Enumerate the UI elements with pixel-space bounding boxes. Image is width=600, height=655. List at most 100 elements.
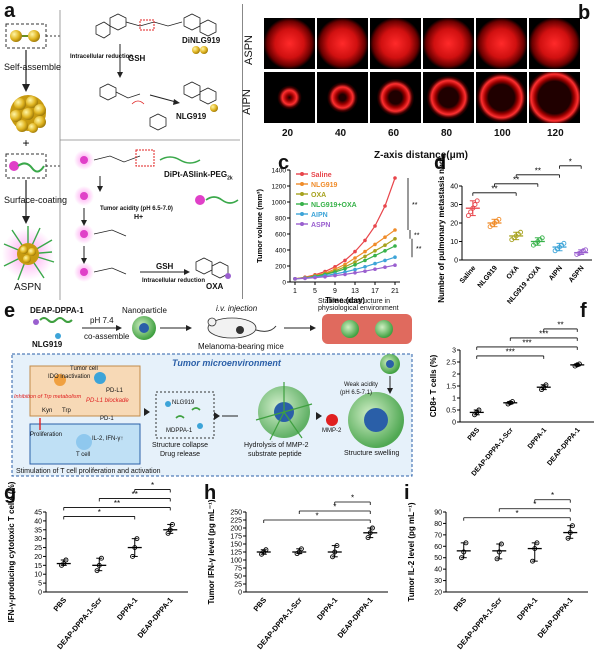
data-point — [165, 530, 171, 536]
data-point — [61, 561, 67, 567]
y-tick-label: 40 — [450, 184, 458, 191]
significance-label: ** — [535, 166, 541, 175]
data-point — [343, 267, 347, 271]
confocal-tile-aipn — [264, 72, 315, 123]
y-tick-label: 1200 — [272, 184, 287, 191]
y-tick-label: 40 — [34, 518, 42, 525]
data-point — [532, 546, 538, 552]
data-point — [530, 558, 536, 564]
y-tick-label: 30 — [34, 536, 42, 543]
data-point — [509, 399, 515, 405]
tumor-acidity-label: Tumor acidity (pH 6.5-7.0) — [100, 206, 173, 212]
legend-marker — [300, 192, 304, 196]
data-point — [496, 549, 502, 555]
z-tick-label: 60 — [388, 128, 400, 139]
gsh2-label: GSH — [156, 262, 174, 271]
data-point — [534, 540, 540, 546]
data-point — [313, 275, 317, 280]
y-tick-label: 225 — [230, 518, 242, 525]
y-tick-label: 50 — [434, 555, 442, 562]
data-point — [463, 540, 469, 546]
data-point — [369, 525, 375, 531]
stim-label: Stimulation of T cell proliferation and … — [16, 468, 161, 475]
legend-label: NLG919 — [311, 182, 338, 189]
y-tick-label: 250 — [230, 510, 242, 517]
y-tick-label: 75 — [234, 566, 242, 573]
dinlg919-structure — [95, 13, 217, 39]
data-point — [353, 263, 357, 267]
significance-label: ** — [132, 490, 138, 499]
nlg919-structure — [183, 81, 217, 105]
y-tick-label: 45 — [34, 510, 42, 517]
weak-ph-label: (pH 6.5-7.1) — [340, 390, 373, 396]
x-tick-label: PBS — [51, 596, 68, 614]
y-tick-label: 0 — [38, 590, 42, 597]
data-point — [383, 265, 387, 269]
data-point — [465, 213, 471, 219]
significance-label: ** — [412, 202, 418, 209]
significance-label: ** — [491, 184, 497, 193]
row-label-aipn: AIPN — [240, 89, 253, 115]
y-tick-label: 1 — [452, 396, 456, 403]
y-tick-label: 10 — [450, 239, 458, 246]
y-tick-label: 90 — [434, 510, 442, 517]
significance-label: ** — [414, 232, 420, 239]
data-point — [96, 562, 102, 568]
data-point — [363, 269, 367, 273]
data-point — [393, 176, 397, 180]
data-point — [373, 267, 377, 271]
iv-label: i.v. injection — [216, 304, 258, 313]
data-point — [167, 527, 173, 533]
axes — [461, 186, 592, 261]
swelling-label: Structure swelling — [344, 450, 400, 457]
y-tick-label: 20 — [450, 221, 458, 228]
y-axis-title: CD8+ T cells (%) — [429, 354, 438, 417]
panel-a-schematic: + — [2, 10, 240, 300]
panel-a-label: a — [4, 0, 16, 22]
x-tick-label: OXA — [506, 265, 521, 281]
y-axis-title: IFN-γ-producing cytotoxic T cells (%) — [7, 482, 16, 622]
confocal-tile-aspn — [264, 18, 315, 69]
data-point — [373, 249, 377, 253]
panel-i-label: i — [404, 482, 410, 504]
nano-label: Nanoparticle — [122, 306, 167, 315]
data-point — [132, 545, 138, 551]
legend-label: NLG919+OXA — [311, 202, 357, 209]
y-tick-label: 20 — [434, 590, 442, 597]
y-tick-label: 15 — [34, 563, 42, 570]
axes — [289, 170, 400, 283]
y-tick-label: 0 — [282, 280, 286, 287]
oxa-label: OXA — [206, 282, 224, 291]
y-tick-label: 2.5 — [446, 360, 456, 367]
data-point — [393, 228, 397, 232]
significance-label: *** — [522, 338, 531, 347]
data-point — [130, 553, 136, 559]
confocal-tile-aspn — [370, 18, 421, 69]
data-point — [296, 549, 302, 555]
x-tick-label: DEAP-DPPA-1 — [536, 596, 575, 640]
data-point — [373, 242, 377, 247]
data-point — [461, 549, 467, 555]
data-point — [353, 267, 357, 272]
y-tick-label: 30 — [450, 202, 458, 209]
hydro1-label: Hydrolysis of MMP-2 — [244, 442, 309, 449]
y-tick-label: 0 — [454, 258, 458, 265]
y-axis-title: Tumor IL-2 level (pg mL⁻¹) — [407, 502, 416, 602]
z-tick-label: 120 — [547, 128, 564, 139]
significance-label: * — [551, 491, 554, 500]
y-tick-label: 50 — [234, 574, 242, 581]
data-point — [353, 256, 357, 260]
mice-label: Melanoma-bearing mice — [198, 342, 284, 351]
tcell-label: T cell — [76, 452, 91, 458]
data-point — [363, 254, 367, 259]
self-assemble-label: Self-assemble — [4, 62, 62, 72]
x-tick-label: ASPN — [568, 265, 586, 284]
data-point — [323, 275, 327, 279]
significance-label: * — [98, 508, 101, 517]
